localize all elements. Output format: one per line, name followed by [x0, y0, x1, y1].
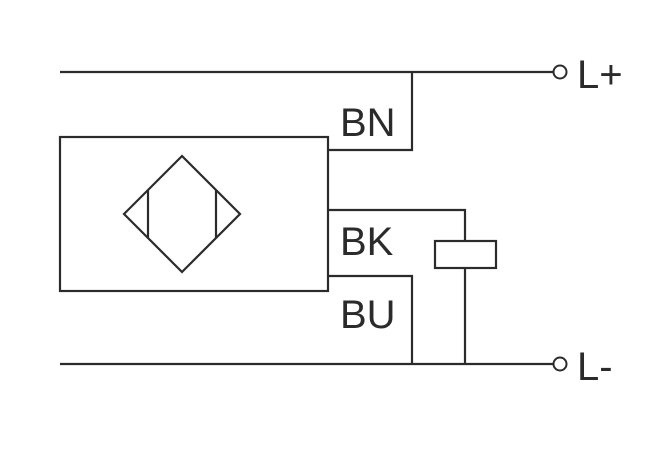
inductive-sensor-symbol — [122, 154, 242, 274]
positive-terminal-icon — [552, 64, 568, 80]
sensor-diamond-icon — [122, 154, 242, 274]
negative-terminal-icon — [552, 356, 568, 372]
black-wire — [328, 208, 467, 241]
positive-terminal-label: L+ — [577, 53, 623, 97]
blue-wire — [328, 274, 414, 364]
negative-terminal-label: L- — [577, 345, 613, 389]
sensor-housing — [58, 135, 330, 293]
brown-wire — [328, 72, 414, 152]
blue-wire-label: BU — [340, 293, 396, 337]
load-resistor — [433, 239, 498, 270]
brown-wire-label: BN — [340, 101, 396, 145]
black-wire-label: BK — [340, 220, 394, 264]
